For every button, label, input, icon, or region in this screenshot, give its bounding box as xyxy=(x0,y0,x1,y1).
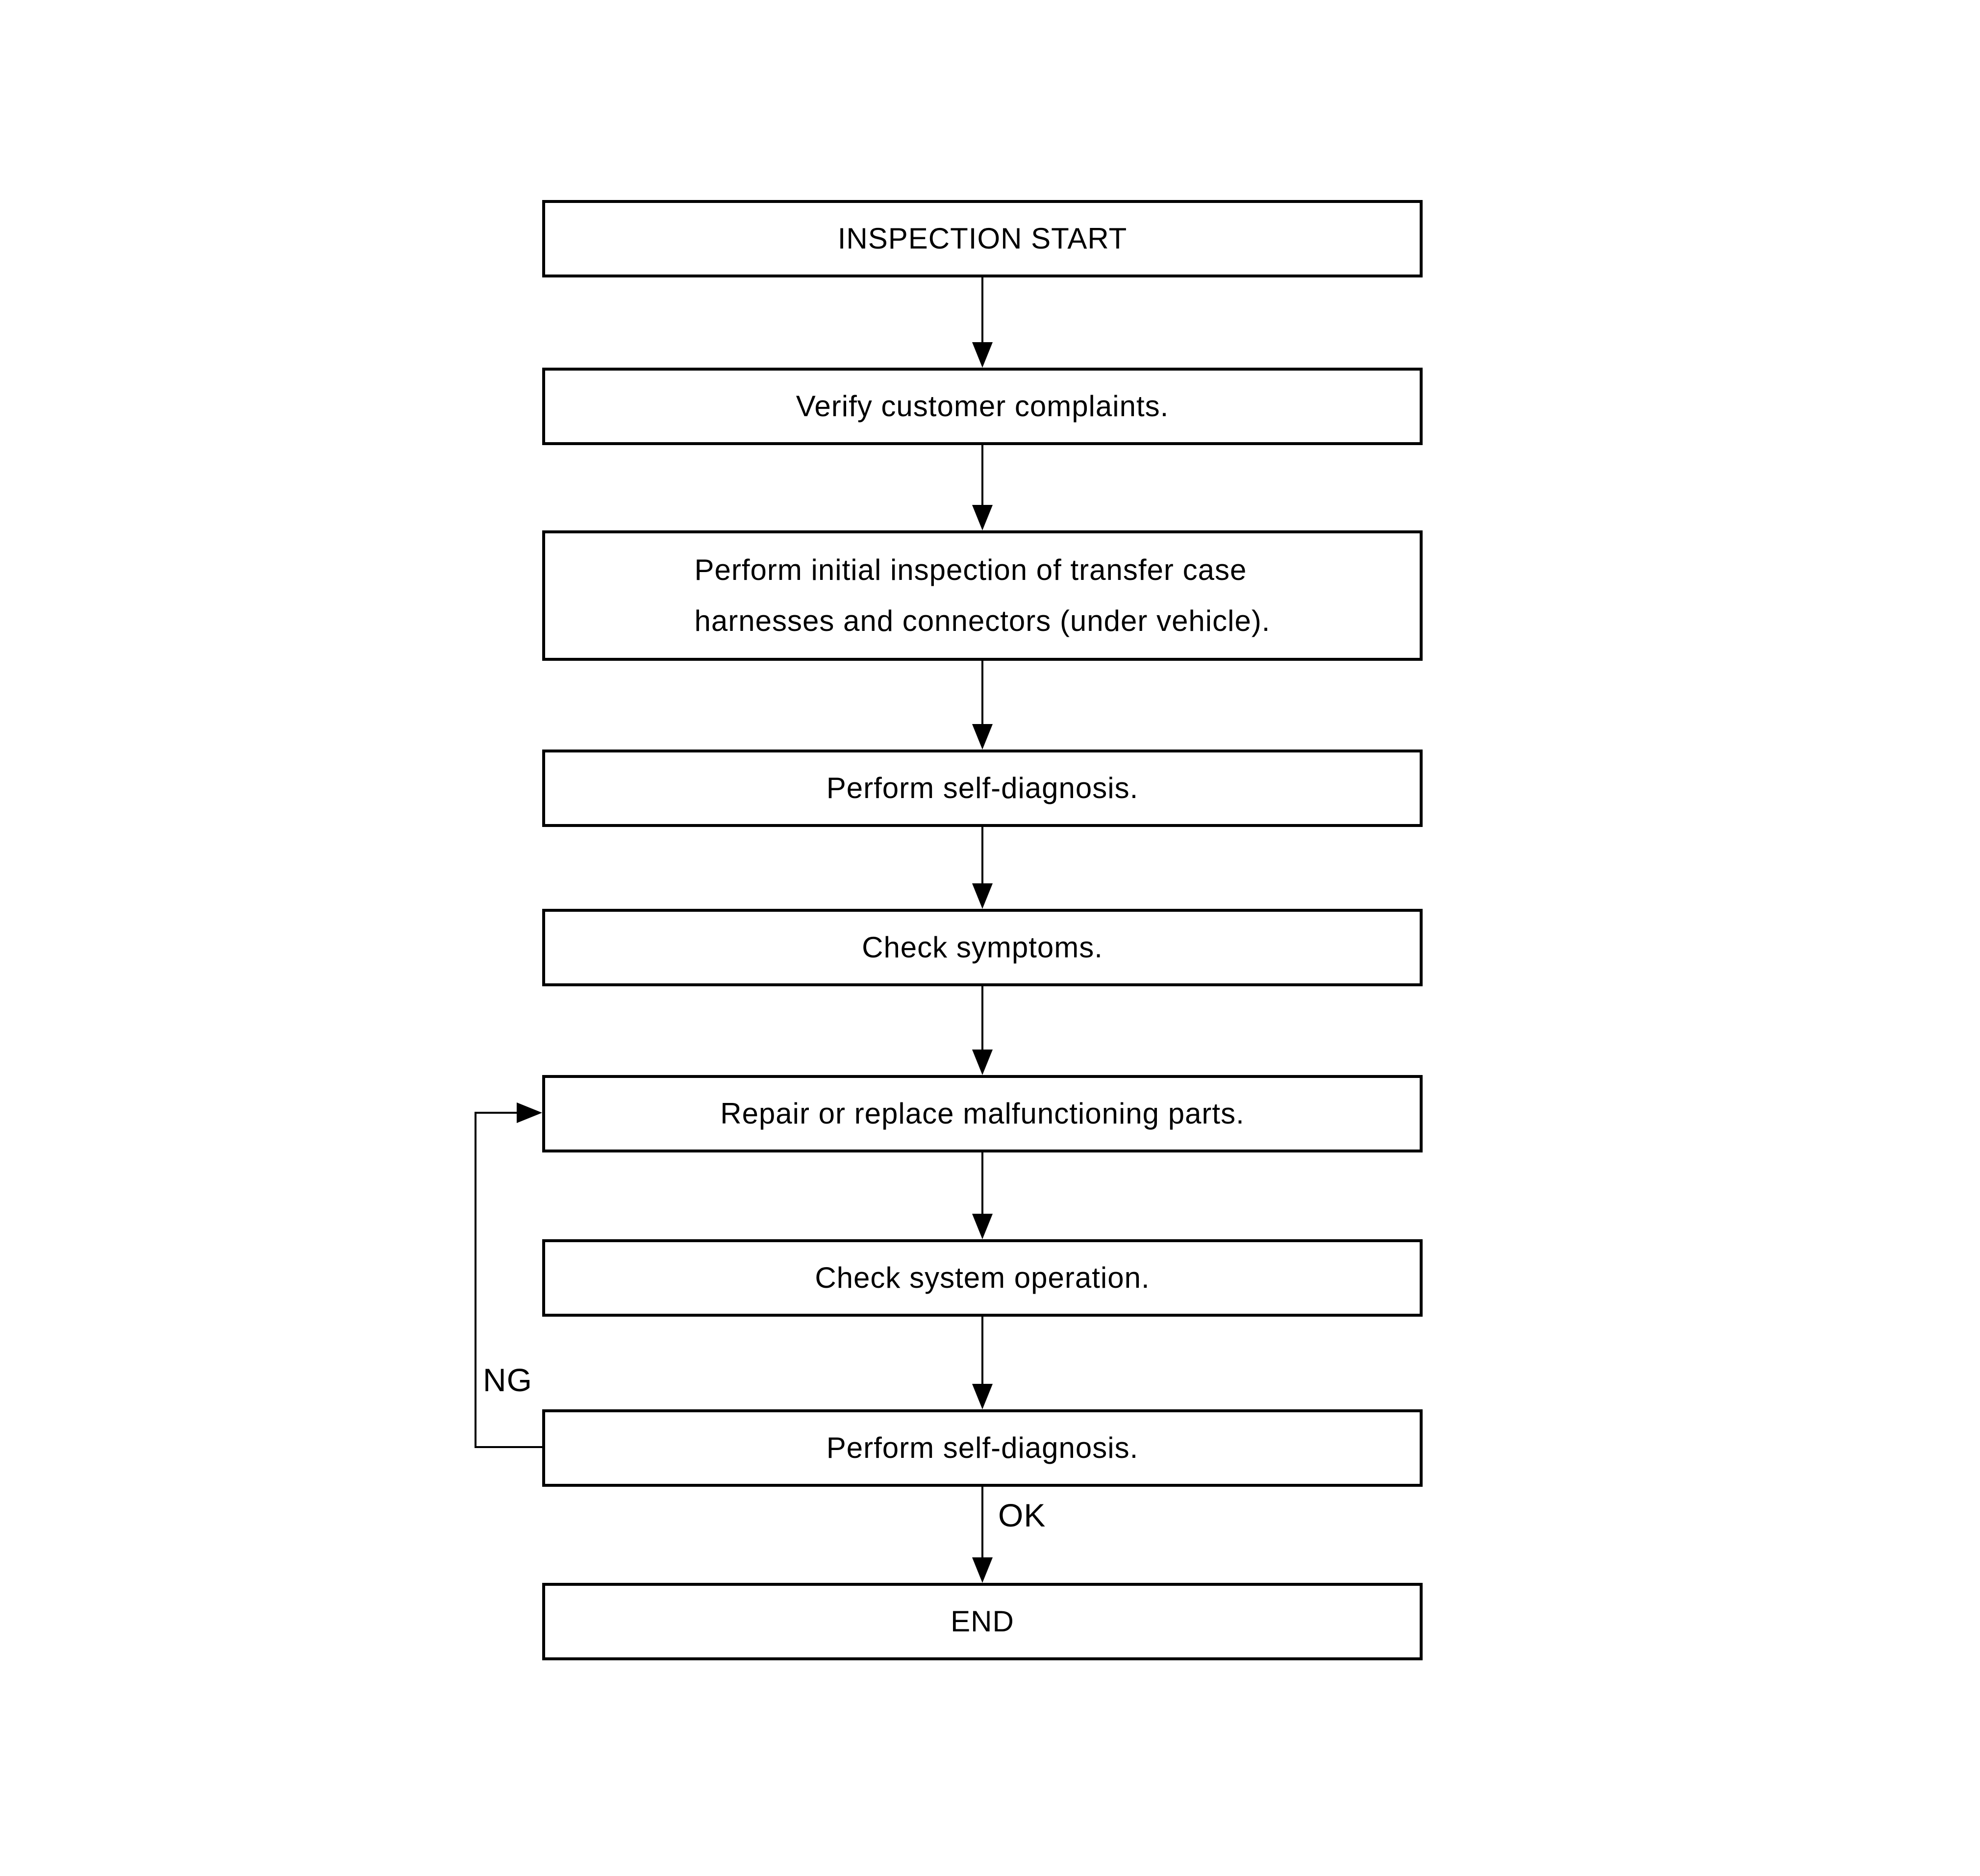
arrowhead-down-icon xyxy=(972,1384,993,1409)
ng-loop-vertical-line xyxy=(475,1112,476,1448)
connector-line xyxy=(981,827,983,885)
arrowhead-down-icon xyxy=(972,505,993,530)
arrowhead-down-icon xyxy=(972,1214,993,1239)
connector-line xyxy=(981,1152,983,1216)
flow-node-perform-self-diagnosis-2: Perform self-diagnosis. xyxy=(542,1409,1423,1487)
arrowhead-down-icon xyxy=(972,342,993,368)
arrowhead-down-icon xyxy=(972,883,993,909)
ng-loop-bottom-line xyxy=(475,1446,542,1448)
node-label-line-2: harnesses and connectors (under vehicle)… xyxy=(694,604,1271,637)
node-label-line-1: Perform initial inspection of transfer c… xyxy=(694,553,1247,586)
node-label-multiline: Perform initial inspection of transfer c… xyxy=(695,545,1271,647)
connector-line xyxy=(981,1487,983,1559)
node-label: INSPECTION START xyxy=(837,222,1128,255)
ng-loop-top-line xyxy=(475,1112,518,1114)
edge-label-ok: OK xyxy=(998,1497,1046,1533)
arrowhead-right-icon xyxy=(517,1102,542,1123)
arrowhead-down-icon xyxy=(972,1557,993,1583)
arrowhead-down-icon xyxy=(972,724,993,750)
connector-line xyxy=(981,1317,983,1386)
connector-line xyxy=(981,445,983,507)
node-label: Repair or replace malfunctioning parts. xyxy=(720,1097,1245,1130)
node-label: Perform self-diagnosis. xyxy=(826,1431,1139,1464)
flow-node-repair-or-replace: Repair or replace malfunctioning parts. xyxy=(542,1075,1423,1152)
node-label: Perform self-diagnosis. xyxy=(826,772,1139,804)
node-label: Verify customer complaints. xyxy=(796,390,1169,423)
connector-line xyxy=(981,986,983,1051)
node-label: Check symptoms. xyxy=(862,931,1103,964)
arrowhead-down-icon xyxy=(972,1050,993,1075)
node-label: Check system operation. xyxy=(815,1261,1150,1294)
edge-label-ng: NG xyxy=(483,1362,532,1398)
flow-node-inspection-start: INSPECTION START xyxy=(542,200,1423,277)
flow-node-check-symptoms: Check symptoms. xyxy=(542,909,1423,986)
connector-line xyxy=(981,661,983,726)
flow-node-verify-customer-complaints: Verify customer complaints. xyxy=(542,368,1423,445)
flow-node-initial-inspection: Perform initial inspection of transfer c… xyxy=(542,530,1423,661)
flow-node-check-system-operation: Check system operation. xyxy=(542,1239,1423,1317)
flow-node-perform-self-diagnosis-1: Perform self-diagnosis. xyxy=(542,750,1423,827)
connector-line xyxy=(981,277,983,344)
node-label: END xyxy=(951,1605,1014,1638)
flow-node-end: END xyxy=(542,1583,1423,1660)
